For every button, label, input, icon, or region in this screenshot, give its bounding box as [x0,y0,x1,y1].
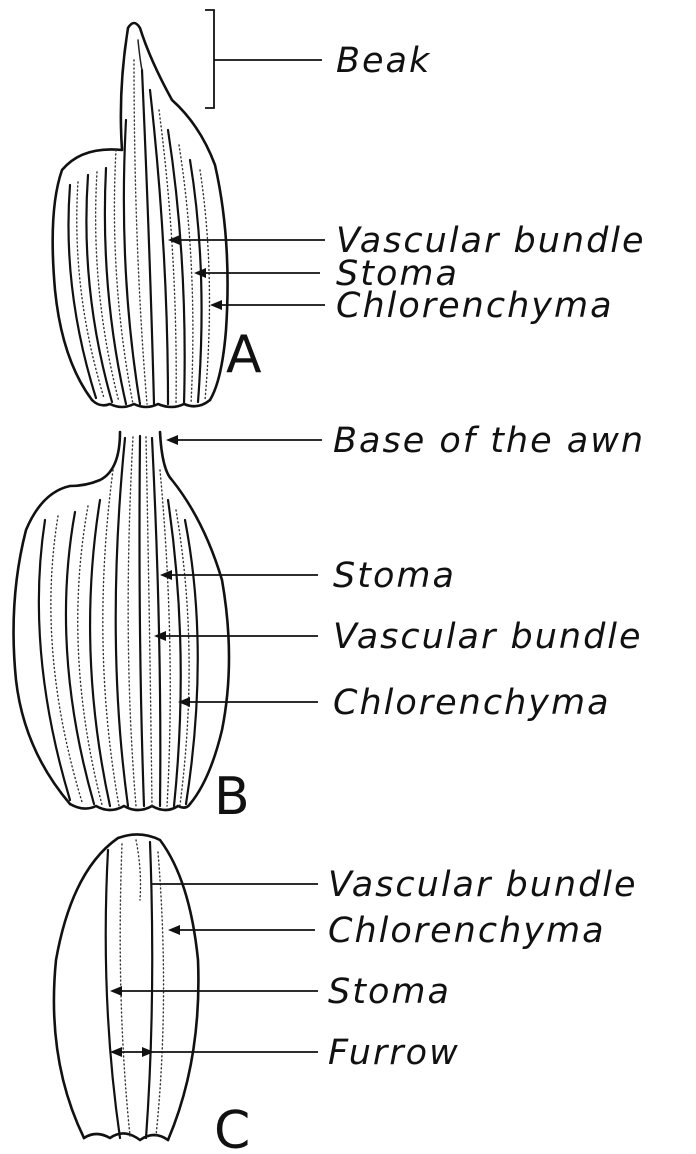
panel-a-rib-7 [168,130,185,404]
arrowhead-a-chlorenchyma [210,300,222,310]
arrowhead-c-stoma [110,986,122,996]
label-a-chlorenchyma: Chlorenchyma [336,286,614,326]
panel-c-base [84,1133,168,1140]
label-c-chlorenchyma: Chlorenchyma [328,911,606,951]
panel-b-rib-1 [39,520,70,800]
panel-c: Vascular bundle Chlorenchyma Stoma Furro… [54,834,638,1154]
label-c-furrow: Furrow [328,1033,460,1073]
arrowhead-c-furrow-left [110,1047,122,1057]
panel-b-rib-7 [168,500,181,806]
panel-a-letter: A [226,325,262,385]
panel-b-letter: B [214,767,250,827]
panel-b-base [70,804,190,810]
panel-a-stipple-4 [134,60,147,404]
label-b-base-of-awn: Base of the awn [333,421,645,461]
panel-c-letter: C [214,1101,250,1154]
panel-a-beak-rib [138,40,142,70]
panel-b-rib-5 [140,436,145,806]
panel-c-outline [54,834,199,1140]
label-c-stoma: Stoma [328,972,451,1012]
arrowhead-c-chlorenchyma [168,925,180,935]
label-c-vascular-bundle: Vascular bundle [328,865,638,905]
panel-c-stipple-3 [136,840,141,900]
arrowhead-a-vascular-bundle [168,235,180,245]
panel-a-stipple-6 [179,145,193,404]
arrowhead-b-stoma [160,570,172,580]
arrowhead-c-furrow-right [142,1047,154,1057]
panel-b-stipple-1 [51,516,82,802]
panel-a-base [92,400,210,407]
panel-b-rib-8 [185,520,198,804]
panel-b-stipple-5 [146,437,152,806]
panel-b-rib-3 [90,500,110,806]
label-b-vascular-bundle: Vascular bundle [333,617,643,657]
panel-b-rib-6 [152,438,160,806]
panel-b-stipple-4 [128,437,136,806]
panel-b-rib-4 [116,438,128,806]
label-beak: Beak [336,41,431,81]
label-b-chlorenchyma: Chlorenchyma [333,683,611,723]
label-b-stoma: Stoma [333,556,456,596]
beak-bracket [205,10,225,108]
arrowhead-b-base-of-awn [166,435,178,445]
panel-c-stipple-2 [156,852,164,1136]
panel-c-rib-right [146,842,152,1138]
panel-a: Beak Vascular bundle Stoma Chlorenchyma … [53,10,646,407]
panel-b: Base of the awn Stoma Vascular bundle Ch… [14,421,646,827]
